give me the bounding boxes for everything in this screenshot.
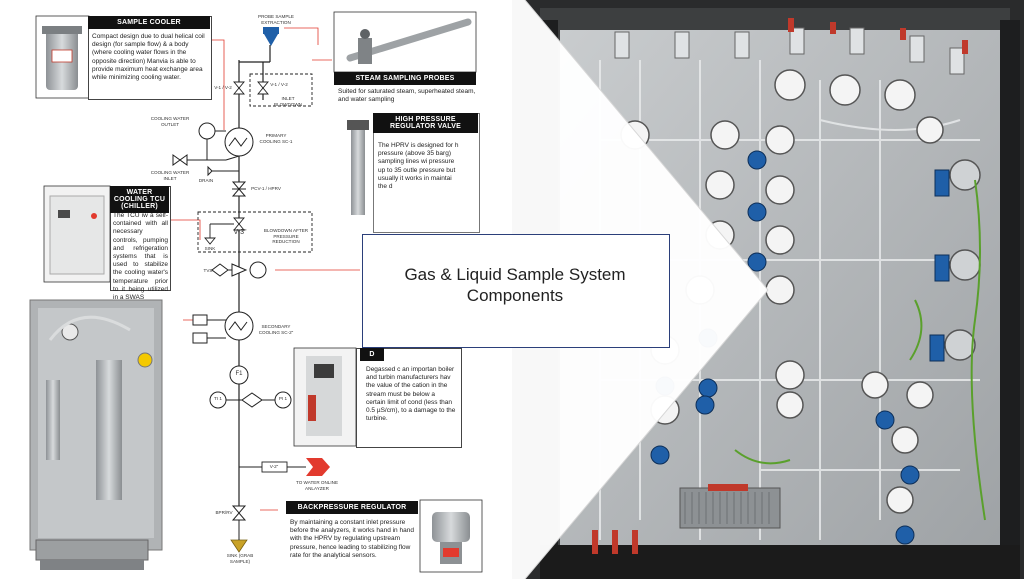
- valve-v3: [204, 217, 245, 245]
- label-drain: DRAIN: [198, 178, 214, 183]
- label-cw-outlet: COOLING WATER OUTLET: [150, 116, 190, 127]
- label-cw-inlet: COOLING WATER INLET: [150, 170, 190, 181]
- ti-pi-symbols: [209, 391, 292, 409]
- hprv-description: The HPRV is designed for h pressure (abo…: [378, 142, 459, 191]
- steam-probe-image: [333, 11, 477, 73]
- slide-title: Gas & Liquid Sample System Components: [362, 264, 668, 306]
- secondary-cooler-symbol: [192, 311, 254, 344]
- chevron-edge-top: [524, 0, 769, 291]
- hprv-card: [373, 113, 480, 233]
- degassed-description: Degassed c an importan boiler and turbin…: [366, 366, 456, 423]
- label-ti1: TI 1: [214, 396, 222, 401]
- valve-v1: [233, 81, 269, 95]
- panel-photo: [512, 0, 1024, 579]
- water-cooling-description: The TCU iw a self-contained with all nec…: [113, 212, 168, 302]
- label-secondary-cooling: SECONDARY COOLING SC-2": [258, 324, 294, 335]
- swas-panel-image: [29, 299, 163, 570]
- label-v2b: V-2": [269, 464, 279, 469]
- slide-title-line-2: Components: [466, 286, 564, 305]
- label-tvs: TVS: [203, 268, 213, 273]
- hprv-image: [345, 112, 373, 227]
- label-probe: PROBE SAMPLE EXTRACTION: [258, 14, 294, 25]
- sink-grab-symbol: [230, 539, 248, 553]
- sample-cooler-card: [88, 16, 212, 100]
- label-sink-grab: SINK (GRAB SAMPLE): [226, 553, 254, 564]
- water-cooling-heading: WATER COOLING TCU (CHILLER): [110, 186, 169, 213]
- sample-cooler-description: Compact design due to dual helical coil …: [92, 33, 205, 82]
- degassed-heading: D: [360, 348, 384, 361]
- pcv-valve: [231, 181, 247, 197]
- probe-symbol: [263, 27, 279, 46]
- slide-title-line-1: Gas & Liquid Sample System: [404, 265, 626, 284]
- sample-cooler-image: [35, 15, 90, 99]
- label-to-water: TO WATER ONLINE ANLAYZER: [295, 480, 339, 491]
- label-blowdown-after: BLOWDOWN AFTER PRESSURE REDUCTION: [263, 228, 309, 244]
- backpressure-heading: BACKPRESSURE REGULATOR: [286, 501, 418, 514]
- label-pcv: PCV-1 / HPRV: [251, 186, 281, 191]
- blowdown-after-box: [197, 211, 313, 253]
- inlet-blowdown-box: [249, 73, 313, 107]
- label-bprv: BPR/RV: [215, 510, 233, 515]
- backpressure-description: By maintaining a constant inlet pressure…: [290, 519, 414, 559]
- chevron-edge-bottom: [524, 289, 769, 579]
- sample-cooler-heading: SAMPLE COOLER: [88, 16, 210, 29]
- bpr-image: [419, 499, 483, 573]
- hprv-heading: HIGH PRESSURE REGULATOR VALVE: [373, 113, 478, 133]
- label-f1: F1: [235, 371, 243, 377]
- label-v3: V-3": [233, 229, 247, 236]
- f1-filter-symbol: [229, 365, 249, 385]
- chiller-image: [43, 185, 111, 283]
- label-sink: SINK: [204, 246, 216, 251]
- label-pi1: PI 1: [278, 396, 288, 401]
- degassed-card: [356, 348, 462, 448]
- label-primary-cooling: PRIMARY COOLING SC-1: [259, 133, 293, 144]
- primary-cooler-symbol: [172, 122, 254, 177]
- title-box: [362, 234, 670, 348]
- bprv-valve: [231, 505, 247, 521]
- tvs-symbol: [211, 261, 267, 279]
- degassed-analyzer-image: [293, 347, 357, 447]
- label-inlet-blowdown: INLET BLOWDOWN: [273, 96, 303, 107]
- analyzer-branch: [239, 458, 330, 476]
- steam-probes-description: Suited for saturated steam, superheated …: [338, 88, 476, 104]
- label-v1v2: V-1 / V-2: [214, 85, 232, 90]
- label-v1v2b: V-1 / V-2: [270, 82, 288, 87]
- steam-probes-heading: STEAM SAMPLING PROBES: [334, 72, 476, 85]
